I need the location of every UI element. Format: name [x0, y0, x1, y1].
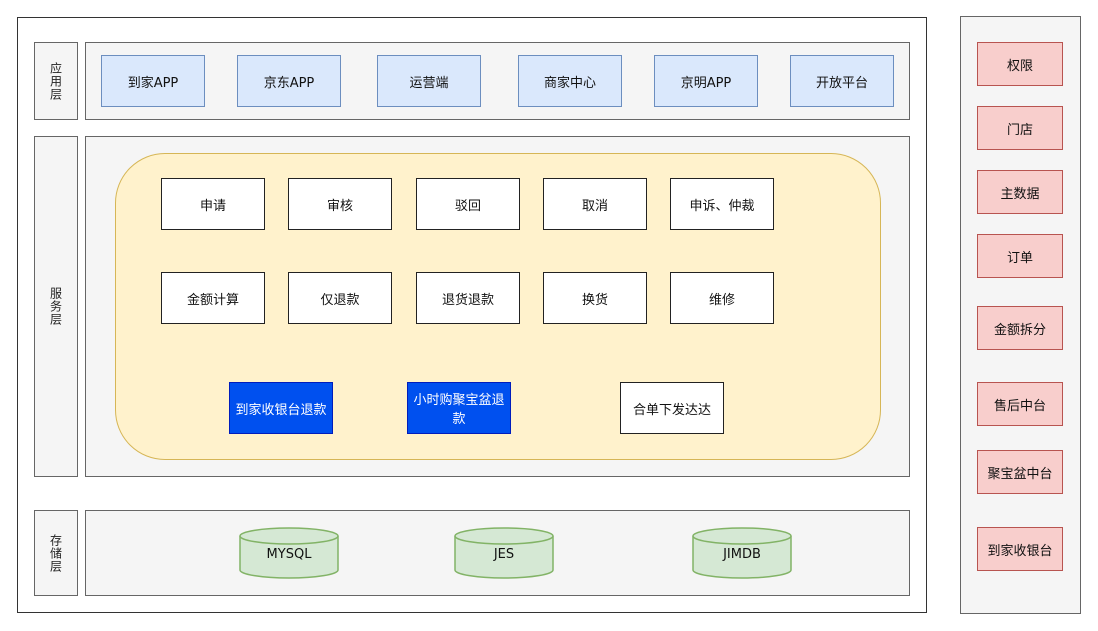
service-return-refund-label: 退货退款: [441, 292, 494, 308]
service-review-label: 审核: [326, 198, 353, 214]
app-jingdong[interactable]: 京东APP: [237, 55, 341, 107]
service-appeal-arbitration[interactable]: 申诉、仲裁: [670, 178, 774, 230]
service-refund-only[interactable]: 仅退款: [288, 272, 392, 324]
app-operations-label: 运营端: [409, 75, 449, 91]
db-jimdb[interactable]: JIMDB: [692, 527, 792, 579]
side-jubaopen-platform[interactable]: 聚宝盆中台: [977, 450, 1063, 494]
service-refund-only-label: 仅退款: [320, 292, 360, 308]
service-hourly-jubaopen-refund[interactable]: 小时购聚宝盆退款: [407, 382, 511, 434]
service-apply[interactable]: 申请: [161, 178, 265, 230]
side-after-sales-platform-label: 售后中台: [993, 398, 1046, 414]
service-apply-label: 申请: [199, 198, 226, 214]
service-layer-text: 服务层: [48, 287, 63, 326]
app-merchant-center[interactable]: 商家中心: [518, 55, 622, 107]
service-appeal-arbitration-label: 申诉、仲裁: [689, 198, 755, 214]
service-review[interactable]: 审核: [288, 178, 392, 230]
service-reject-label: 驳回: [454, 198, 481, 214]
service-return-refund[interactable]: 退货退款: [416, 272, 520, 324]
side-amount-split-label: 金额拆分: [993, 322, 1046, 338]
app-jingming[interactable]: 京明APP: [654, 55, 758, 107]
database-icon: [692, 527, 792, 579]
service-exchange-label: 换货: [581, 292, 608, 308]
service-daojia-cashier-refund-label: 到家收银台退款: [235, 402, 327, 418]
app-jingdong-label: 京东APP: [263, 75, 315, 91]
db-jes[interactable]: JES: [454, 527, 554, 579]
service-exchange[interactable]: 换货: [543, 272, 647, 324]
side-permission-label: 权限: [1006, 58, 1033, 74]
service-merged-order-dada[interactable]: 合单下发达达: [620, 382, 724, 434]
side-store[interactable]: 门店: [977, 106, 1063, 150]
side-daojia-cashier-label: 到家收银台: [987, 543, 1053, 559]
app-operations[interactable]: 运营端: [377, 55, 481, 107]
service-reject[interactable]: 驳回: [416, 178, 520, 230]
service-cancel[interactable]: 取消: [543, 178, 647, 230]
service-merged-order-dada-label: 合单下发达达: [632, 402, 711, 418]
side-store-label: 门店: [1006, 122, 1033, 138]
side-amount-split[interactable]: 金额拆分: [977, 306, 1063, 350]
side-after-sales-platform[interactable]: 售后中台: [977, 382, 1063, 426]
db-mysql[interactable]: MYSQL: [239, 527, 339, 579]
service-amount-calculation[interactable]: 金额计算: [161, 272, 265, 324]
side-order-label: 订单: [1006, 250, 1033, 266]
app-merchant-center-label: 商家中心: [543, 75, 596, 91]
database-icon: [239, 527, 339, 579]
storage-layer-text: 存储层: [48, 533, 63, 573]
service-repair[interactable]: 维修: [670, 272, 774, 324]
application-layer-panel: [85, 42, 910, 120]
service-repair-label: 维修: [708, 292, 735, 308]
db-mysql-label: MYSQL: [266, 547, 312, 562]
app-daojia[interactable]: 到家APP: [101, 55, 205, 107]
side-jubaopen-platform-label: 聚宝盆中台: [987, 466, 1053, 482]
service-amount-calculation-label: 金额计算: [186, 292, 239, 308]
app-daojia-label: 到家APP: [127, 75, 179, 91]
service-cancel-label: 取消: [581, 198, 608, 214]
app-open-platform-label: 开放平台: [815, 75, 868, 91]
service-daojia-cashier-refund[interactable]: 到家收银台退款: [229, 382, 333, 434]
app-open-platform[interactable]: 开放平台: [790, 55, 894, 107]
storage-layer-label: 存储层: [34, 510, 78, 596]
side-master-data-label: 主数据: [1000, 186, 1040, 202]
db-jes-label: JES: [493, 547, 515, 562]
service-hourly-jubaopen-refund-label: 小时购聚宝盆退款: [413, 393, 505, 427]
db-jimdb-label: JIMDB: [723, 547, 761, 562]
side-master-data[interactable]: 主数据: [977, 170, 1063, 214]
application-layer-text: 应用层: [48, 61, 63, 101]
side-permission[interactable]: 权限: [977, 42, 1063, 86]
database-icon: [454, 527, 554, 579]
side-order[interactable]: 订单: [977, 234, 1063, 278]
application-layer-label: 应用层: [34, 42, 78, 120]
service-layer-label: 服务层: [34, 136, 78, 477]
side-daojia-cashier[interactable]: 到家收银台: [977, 527, 1063, 571]
app-jingming-label: 京明APP: [680, 75, 732, 91]
